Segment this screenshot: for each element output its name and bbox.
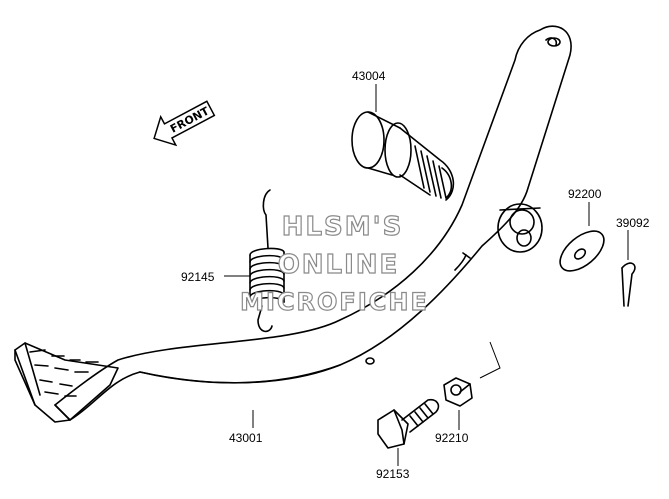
watermark-line-3: MICROFICHE xyxy=(240,287,429,316)
nut xyxy=(443,377,473,407)
part-number-39092[interactable]: 39092 xyxy=(616,216,650,230)
part-number-92210[interactable]: 92210 xyxy=(435,431,469,445)
part-number-43004[interactable]: 43004 xyxy=(352,69,386,83)
pedal-step xyxy=(14,342,119,423)
part-number-92200[interactable]: 92200 xyxy=(568,187,602,201)
brake-pedal-arm xyxy=(54,25,572,421)
part-number-92153[interactable]: 92153 xyxy=(376,467,410,481)
part-number-43001[interactable]: 43001 xyxy=(229,431,263,445)
part-number-92145[interactable]: 92145 xyxy=(181,270,215,284)
bolt xyxy=(377,398,440,449)
pivot-boss xyxy=(497,203,543,253)
leader-lines xyxy=(224,84,629,466)
watermark-line-1: HLSM'S xyxy=(281,211,404,242)
front-arrow-icon: FRONT xyxy=(153,100,216,147)
leader-bolt-axis xyxy=(479,341,501,379)
return-spring xyxy=(249,189,285,333)
cotter-pin xyxy=(621,262,636,307)
watermark-line-2: ONLINE xyxy=(277,249,400,280)
pivot-shaft xyxy=(351,111,455,201)
washer xyxy=(559,230,605,272)
